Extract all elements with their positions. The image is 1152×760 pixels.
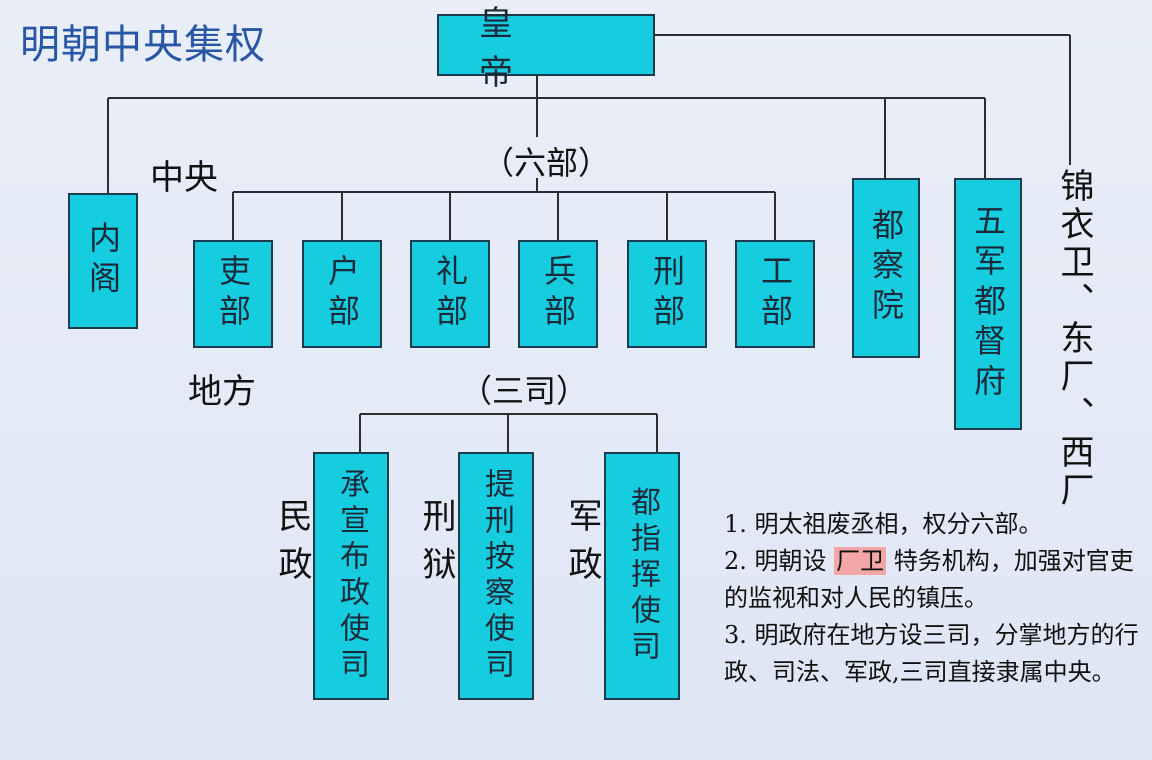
civil-label: 民政 — [272, 498, 312, 594]
ministry-revenue-box: 户部 — [302, 240, 382, 348]
military-label: 军政 — [562, 498, 602, 594]
note-2-suffix: 特务机构，加强对官吏的监视和对人民的镇压。 — [724, 547, 1134, 612]
ministry-rites-box: 礼部 — [410, 240, 490, 348]
ministry-war-label: 兵部 — [539, 254, 577, 334]
page-title: 明朝中央集权 — [20, 22, 266, 68]
military-commission-box: 都指挥使司 — [604, 452, 680, 700]
ministry-personnel-box: 吏部 — [193, 240, 273, 348]
justice-label: 刑狱 — [416, 498, 456, 594]
ministry-war-box: 兵部 — [518, 240, 598, 348]
note-3: 3. 明政府在地方设三司，分掌地方的行政、司法、军政,三司直接隶属中央。 — [724, 621, 1139, 686]
surveillance-commission-label: 提刑按察使司 — [479, 468, 514, 684]
censorate-label: 都察院 — [867, 208, 905, 328]
ministry-rites-label: 礼部 — [431, 254, 469, 334]
five-armies-label: 五军都督府 — [969, 204, 1007, 404]
five-armies-box: 五军都督府 — [954, 178, 1022, 430]
military-commission-label: 都指挥使司 — [625, 486, 660, 666]
note-1: 1. 明太祖废丞相，权分六部。 — [724, 510, 1043, 538]
note-2-prefix: 2. 明朝设 — [724, 547, 835, 575]
secret-police-label: 锦衣卫、东厂、西厂 — [1054, 168, 1094, 510]
cabinet-label: 内阁 — [84, 221, 122, 301]
notes-block: 1. 明太祖废丞相，权分六部。 2. 明朝设 厂卫 特务机构，加强对官吏的监视和… — [724, 506, 1144, 691]
admin-commission-box: 承宣布政使司 — [313, 452, 389, 700]
ministry-revenue-label: 户部 — [323, 254, 361, 334]
emperor-label: 皇 帝 — [479, 4, 553, 93]
central-label: 中央 — [150, 158, 218, 198]
ministry-justice-label: 刑部 — [648, 254, 686, 334]
ministry-works-label: 工部 — [756, 254, 794, 334]
ministry-justice-box: 刑部 — [627, 240, 707, 348]
surveillance-commission-box: 提刑按察使司 — [458, 452, 534, 700]
note-2: 2. 明朝设 厂卫 特务机构，加强对官吏的监视和对人民的镇压。 — [724, 543, 1144, 617]
censorate-box: 都察院 — [852, 178, 920, 358]
six-ministries-label: （六部） — [482, 144, 611, 182]
note-2-highlight: 厂卫 — [834, 547, 887, 575]
ministry-personnel-label: 吏部 — [214, 254, 252, 334]
local-label: 地方 — [188, 372, 256, 412]
ministry-works-box: 工部 — [735, 240, 815, 348]
three-si-label: （三司） — [460, 372, 589, 410]
emperor-box: 皇 帝 — [437, 4, 655, 93]
admin-commission-label: 承宣布政使司 — [334, 468, 369, 684]
cabinet-box: 内阁 — [68, 193, 138, 329]
